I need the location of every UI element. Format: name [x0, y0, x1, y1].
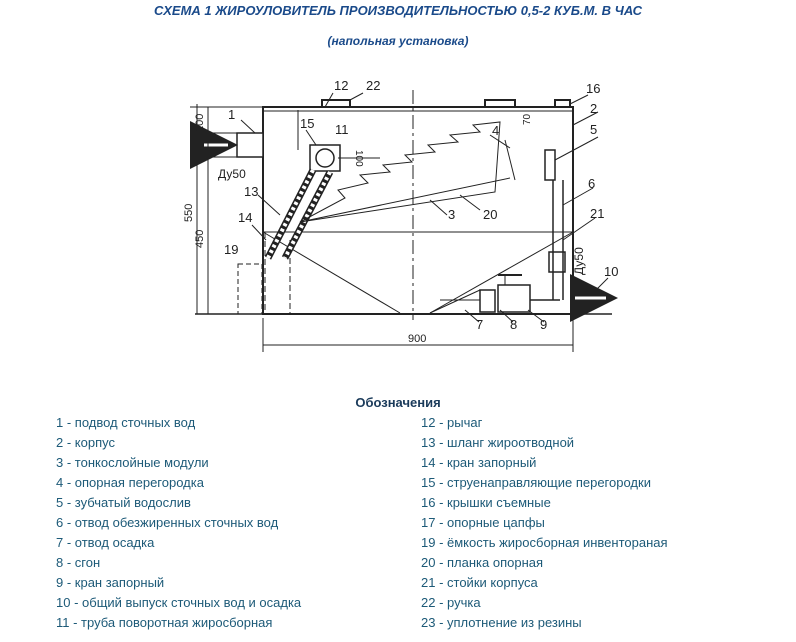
dim-height-total: 550 — [183, 204, 195, 222]
scheme-subtitle: (напольная установка) — [327, 34, 469, 48]
callout-6: 6 — [588, 176, 595, 191]
callout-15: 15 — [300, 116, 314, 131]
callout-22: 22 — [366, 78, 380, 93]
drawing-lines — [190, 90, 618, 352]
legend-item: 22 - ручка — [421, 595, 481, 610]
callout-7: 7 — [476, 317, 483, 332]
legend-right-column: 12 - рычаг 13 - шланг жироотводной 14 - … — [421, 413, 668, 633]
callout-2: 2 — [590, 101, 597, 116]
callout-19: 19 — [224, 242, 238, 257]
legend-left-column: 1 - подвод сточных вод 2 - корпус 3 - то… — [56, 413, 301, 633]
callout-16: 16 — [586, 81, 600, 96]
legend-item: 15 - струенаправляющие перегородки — [421, 475, 651, 490]
legend-title: Обозначения — [355, 395, 441, 410]
legend-item: 14 - кран запорный — [421, 455, 537, 470]
callout-21: 21 — [590, 206, 604, 221]
legend-item: 16 - крышки съемные — [421, 495, 551, 510]
callout-14: 14 — [238, 210, 252, 225]
callout-3: 3 — [448, 207, 455, 222]
legend-item: 7 - отвод осадка — [56, 535, 155, 550]
scheme-title: СХЕМА 1 ЖИРОУЛОВИТЕЛЬ ПРОИЗВОДИТЕЛЬНОСТЬ… — [154, 3, 642, 18]
legend-item: 12 - рычаг — [421, 415, 483, 430]
legend-item: 10 - общий выпуск сточных вод и осадка — [56, 595, 302, 610]
legend-item: 23 - уплотнение из резины — [421, 615, 582, 630]
legend-item: 4 - опорная перегородка — [56, 475, 204, 490]
legend-item: 11 - труба поворотная жиросборная — [56, 615, 273, 630]
legend-item: 1 - подвод сточных вод — [56, 415, 196, 430]
callout-12: 12 — [334, 78, 348, 93]
dim-inlet-pipe: Ду50 — [218, 167, 246, 181]
legend-item: 13 - шланг жироотводной — [421, 435, 575, 450]
dim-outlet-pipe: Ду50 — [572, 247, 586, 275]
dim-width: 900 — [408, 333, 426, 345]
legend-item: 8 - сгон — [56, 555, 101, 570]
callout-10: 10 — [604, 264, 618, 279]
callout-labels: 1 12 22 16 2 15 11 4 70 5 6 13 3 20 21 1… — [183, 78, 618, 345]
callout-11: 11 — [335, 122, 349, 137]
legend-item: 5 - зубчатый водослив — [56, 495, 191, 510]
callout-4: 4 — [492, 123, 499, 138]
legend-item: 20 - планка опорная — [421, 555, 544, 570]
callout-20: 20 — [483, 207, 497, 222]
legend-item: 19 - ёмкость жиросборная инвентораная — [421, 535, 668, 550]
dim-height-lower: 450 — [194, 230, 206, 248]
grease-trap-drawing: 1 12 22 16 2 15 11 4 70 5 6 13 3 20 21 1… — [183, 78, 618, 352]
dim-pipe-offset: 100 — [353, 150, 364, 167]
callout-13: 13 — [244, 184, 258, 199]
dim-top-offset: 100 — [194, 114, 206, 132]
legend-item: 6 - отвод обезжиренных сточных вод — [56, 515, 279, 530]
legend-item: 2 - корпус — [56, 435, 115, 450]
legend-item: 9 - кран запорный — [56, 575, 165, 590]
legend-item: 21 - стойки корпуса — [421, 575, 538, 590]
callout-5: 5 — [590, 122, 597, 137]
callout-8: 8 — [510, 317, 517, 332]
callout-70: 70 — [522, 113, 533, 125]
legend-item: 3 - тонкослойные модули — [56, 455, 209, 470]
callout-1: 1 — [228, 107, 235, 122]
callout-9: 9 — [540, 317, 547, 332]
legend-item: 17 - опорные цапфы — [421, 515, 545, 530]
